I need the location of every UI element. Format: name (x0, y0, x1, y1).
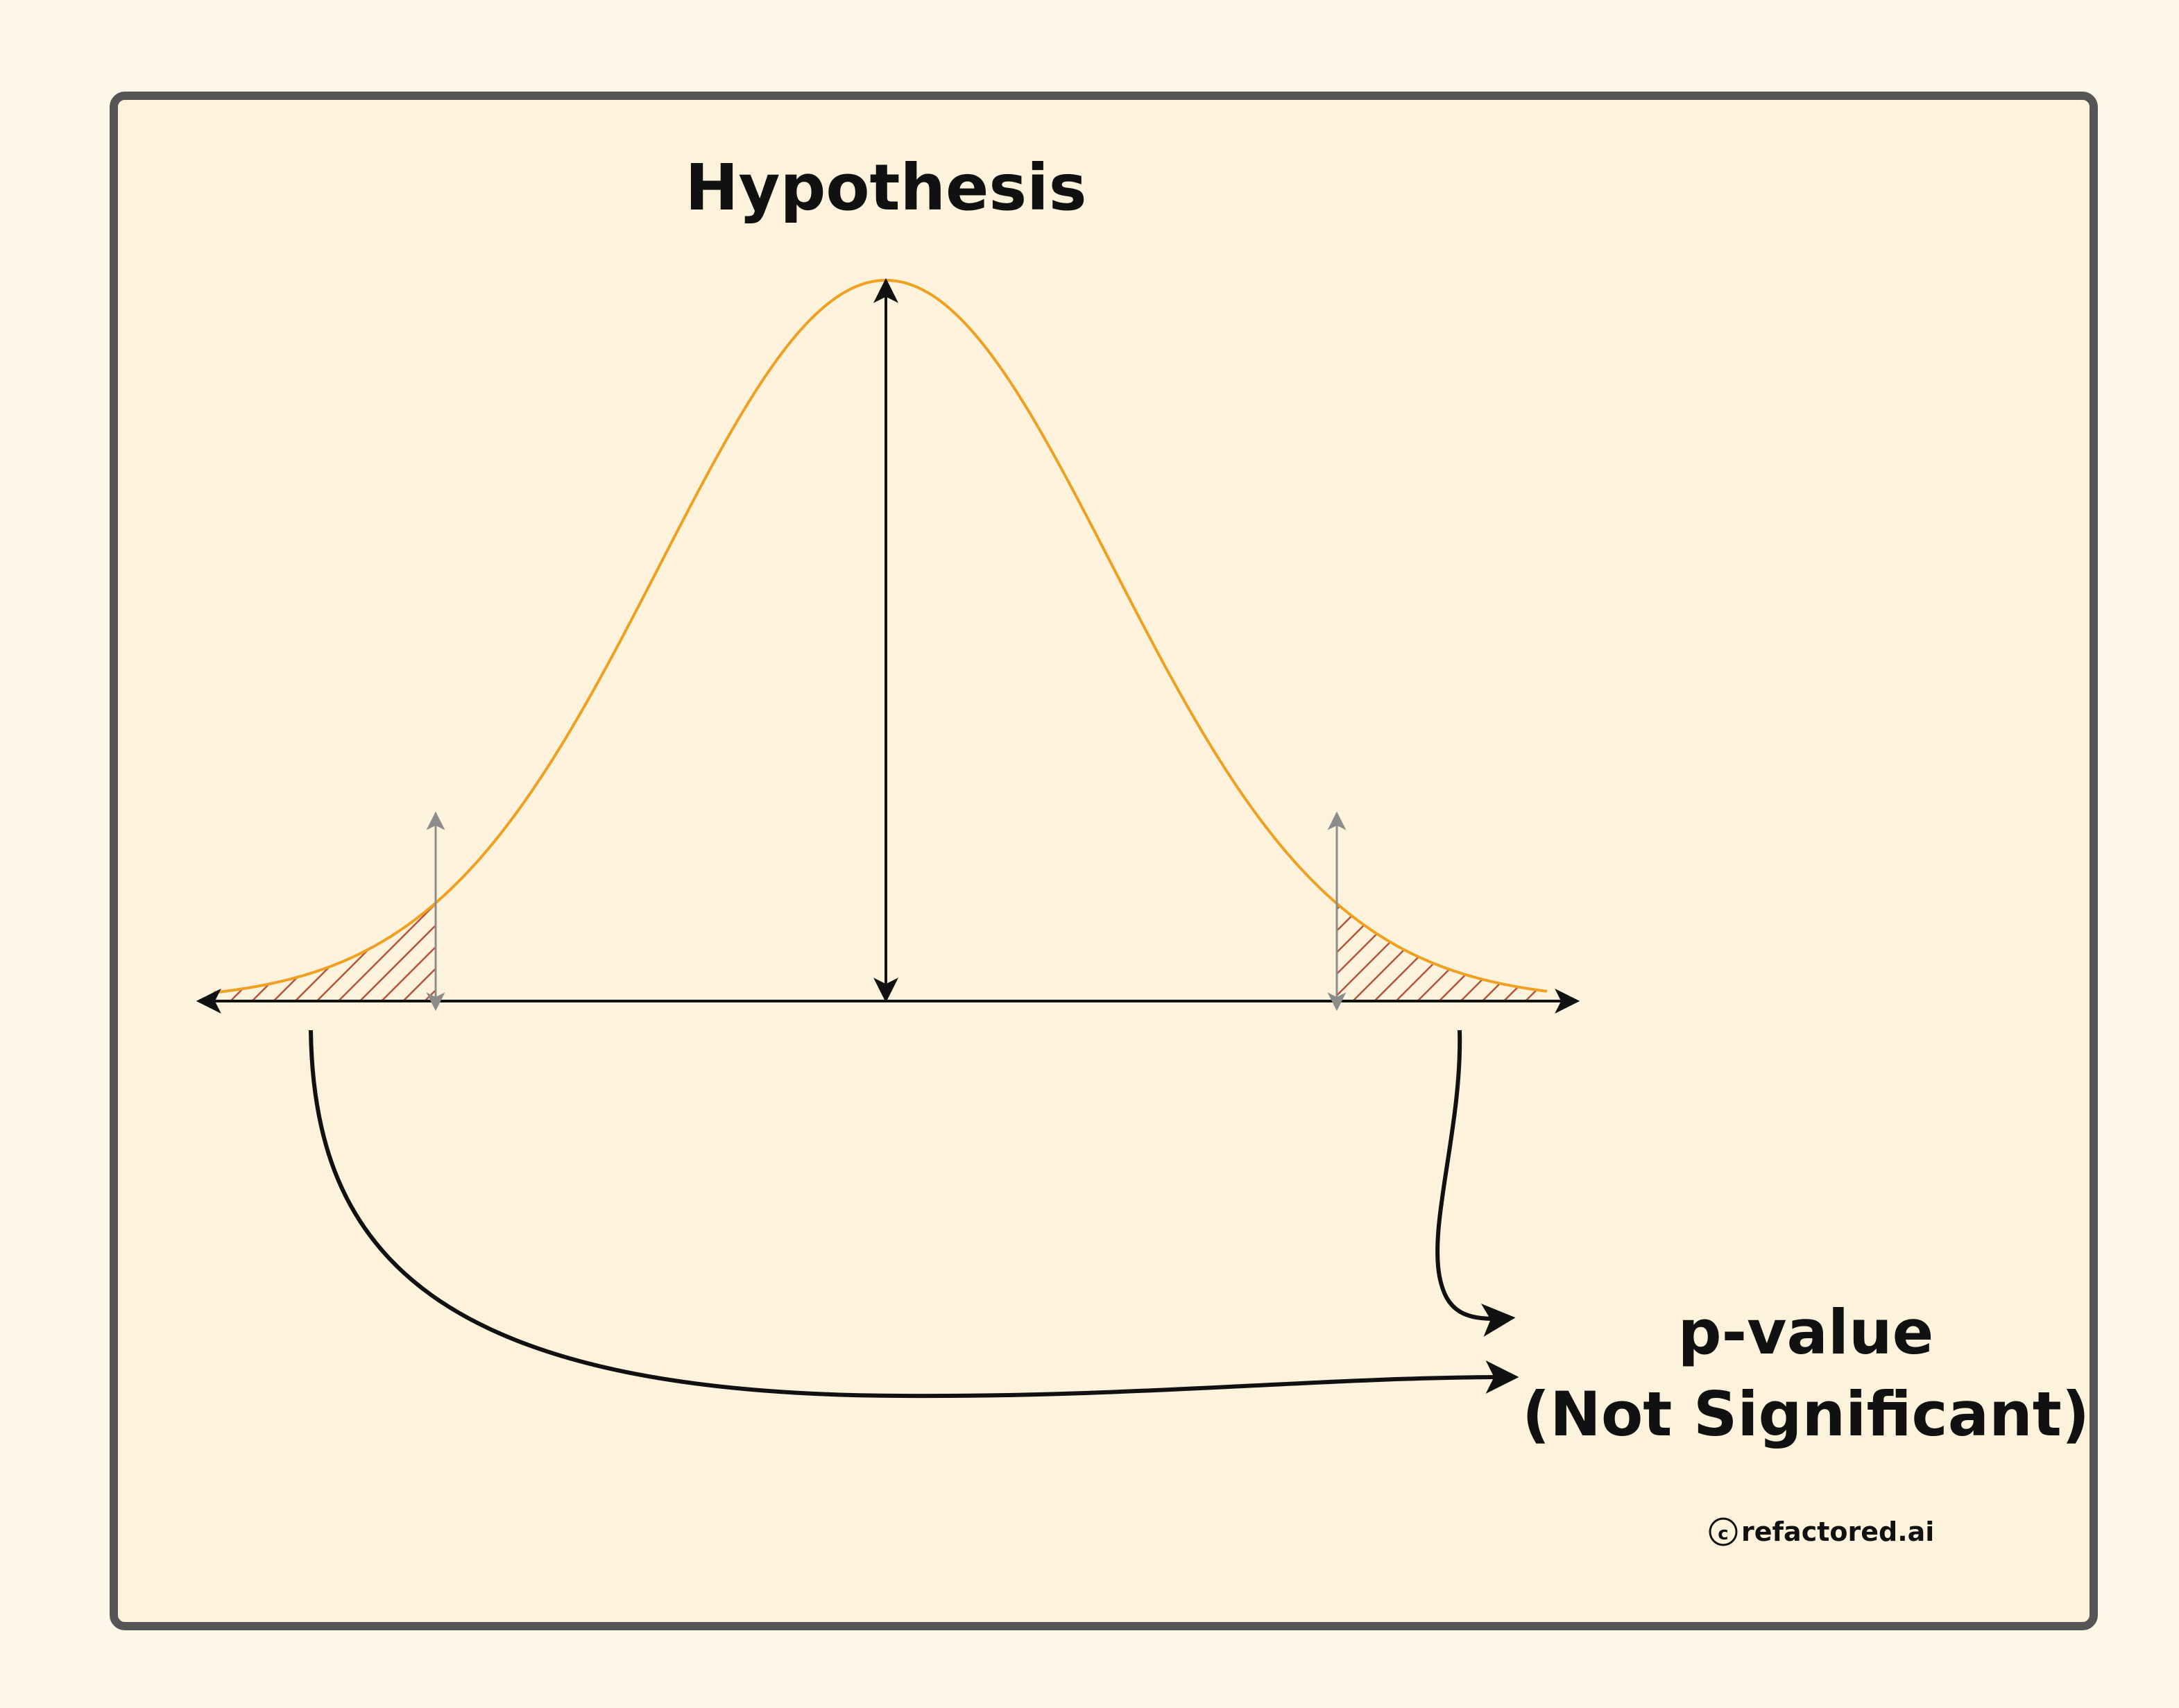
diagram-title: Hypothesis (685, 151, 1087, 225)
copyright-text: refactored.ai (1741, 1517, 1934, 1547)
right-tail-to-pvalue-arrow (1435, 1030, 1516, 1337)
left-tail-to-pvalue-arrow (309, 1030, 1519, 1399)
normal-distribution-curve (213, 279, 1548, 994)
pvalue-label: p-value (1678, 1297, 1934, 1368)
copyright-symbol: c (1718, 1523, 1728, 1544)
left-rejection-region (214, 903, 436, 1001)
copyright: c refactored.ai (1709, 1517, 1934, 1547)
right-rejection-region (1337, 903, 1547, 1001)
copyright-icon (1709, 1517, 1738, 1546)
not-significant-label: (Not Significant) (1522, 1378, 2090, 1450)
